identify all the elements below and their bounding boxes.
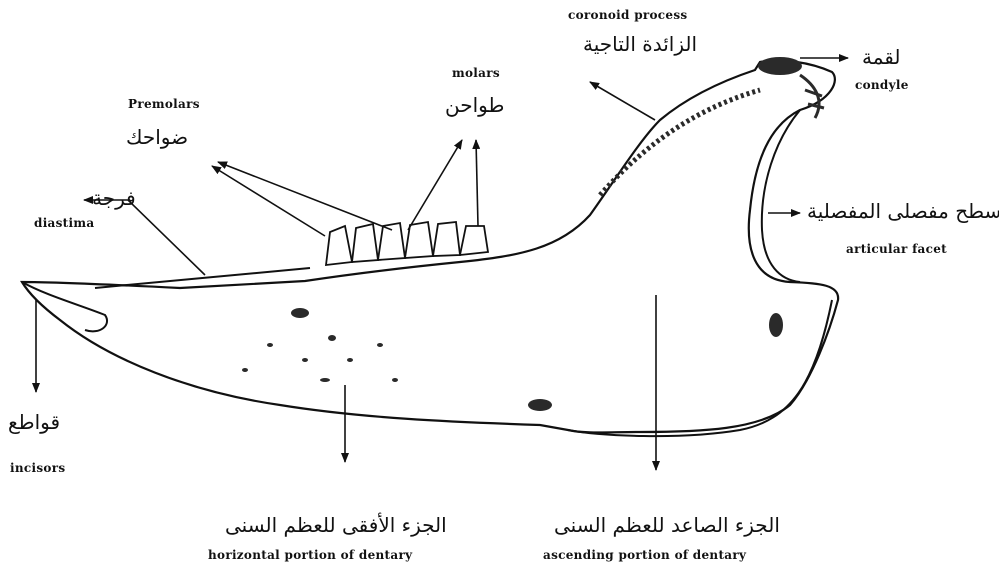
diastema-label-ar: فرجة (92, 188, 136, 208)
tooth-5 (433, 222, 460, 256)
coronoid-label-en: coronoid process (568, 9, 687, 21)
ascending-label-ar: الجزء الصاعد للعظم السنى (554, 515, 780, 535)
articular-label-en: articular facet (846, 243, 947, 255)
molars-label-ar: طواحن (445, 95, 504, 115)
tooth-2 (352, 224, 378, 262)
tooth-3 (378, 223, 405, 260)
articular-label-ar: سطح مفصلى المفصلية (807, 201, 999, 221)
premolars-pointer-2 (218, 162, 392, 230)
coronoid-label-ar: الزائدة التاجية (583, 34, 697, 54)
molars-label-en: molars (452, 67, 500, 79)
condyle-label-en: condyle (855, 79, 909, 91)
diastema-pointer (84, 200, 205, 275)
ascending-label-en: ascending portion of dentary (543, 549, 746, 561)
cheek-teeth (326, 222, 488, 265)
molars-pointer-1 (408, 140, 462, 230)
condyle-label-ar: لقمة (862, 47, 901, 67)
horizontal-label-en: horizontal portion of dentary (208, 549, 412, 561)
incisors-label-ar: قواطع (8, 412, 60, 432)
tooth-6 (460, 226, 488, 255)
horizontal-label-ar: الجزء الأفقى للعظم السنى (225, 515, 447, 535)
molars-pointer-2 (476, 140, 478, 226)
condyle-head (758, 57, 802, 75)
premolars-pointer-1 (212, 166, 325, 236)
diastema-label-en: diastima (34, 217, 94, 229)
premolars-label-en: Premolars (128, 98, 200, 110)
incisors-label-en: incisors (10, 462, 65, 474)
coronoid-pointer (590, 82, 655, 120)
tooth-1 (326, 226, 352, 265)
premolars-label-ar: ضواحك (126, 127, 188, 147)
